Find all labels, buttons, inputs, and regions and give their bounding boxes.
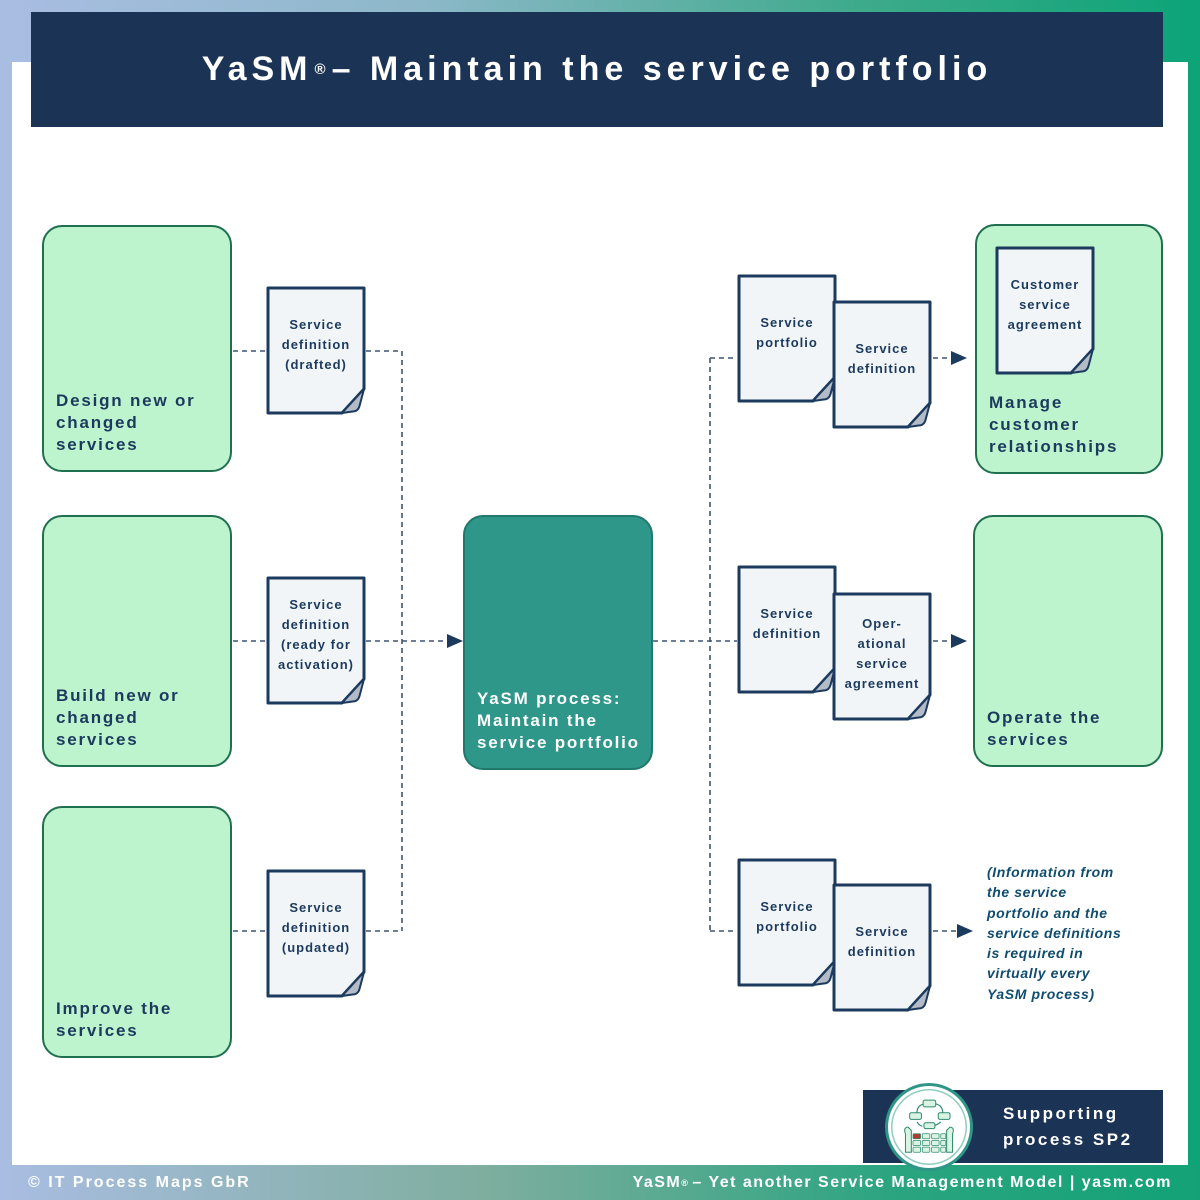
document-label: Service portfolio [756, 314, 818, 350]
document-icon [266, 576, 366, 705]
document-label: Service definition (ready for activation… [277, 596, 354, 673]
process-box-operate-services[interactable]: Operate the services [973, 515, 1163, 767]
central-process-label: YaSM process: Maintain the service portf… [477, 688, 640, 752]
portfolio-information-note: (Information from the service portfolio … [987, 864, 1122, 1002]
document-icon [737, 565, 837, 694]
footer-tagline: YaSM® – Yet another Service Management M… [633, 1165, 1172, 1200]
process-map-emblem [885, 1083, 973, 1171]
frame-left-strip [0, 62, 12, 1165]
process-box-design-services[interactable]: Design new or changed services [42, 225, 232, 472]
document-label: Service definition [847, 923, 917, 959]
document-service-definition-mid[interactable]: Service definition [737, 565, 837, 695]
document-icon [995, 246, 1095, 375]
footer-brand: YaSM [632, 1173, 682, 1191]
footer-tagline-text: – Yet another Service Management Model |… [692, 1173, 1172, 1191]
process-box-operate-label: Operate the services [987, 707, 1102, 749]
process-box-improve-label: Improve the services [56, 998, 173, 1040]
title-text: – Maintain the service portfolio [331, 50, 993, 88]
document-service-definition-top[interactable]: Service definition [832, 300, 932, 430]
title-brand: YaSM [201, 50, 313, 88]
document-icon [266, 286, 366, 415]
document-label: Customer service agreement [1007, 276, 1083, 333]
document-service-definition-updated[interactable]: Service definition (updated) [266, 869, 366, 999]
supporting-process-badge-label: Supporting process SP2 [1003, 1090, 1133, 1163]
document-label: Service definition [847, 340, 917, 376]
document-icon [737, 858, 837, 987]
footer-copyright: © IT Process Maps GbR [28, 1173, 251, 1191]
process-box-manage-label: Manage customer relationships [989, 392, 1119, 456]
badge-line1: Supporting [1003, 1104, 1119, 1123]
process-box-maintain-service-portfolio[interactable]: YaSM process: Maintain the service portf… [463, 515, 653, 770]
document-service-definition-ready[interactable]: Service definition (ready for activation… [266, 576, 366, 706]
document-icon [737, 274, 837, 403]
frame-right-strip [1188, 62, 1200, 1165]
diagram-title-bar: YaSM® – Maintain the service portfolio [31, 12, 1163, 127]
document-operational-service-agreement[interactable]: Oper- ational service agreement [832, 592, 932, 722]
process-box-build-label: Build new or changed services [56, 685, 180, 749]
footer-registered-mark: ® [681, 1177, 690, 1188]
document-label: Service portfolio [756, 898, 818, 934]
document-icon [832, 883, 932, 1012]
document-label: Service definition [752, 605, 822, 641]
process-box-improve-services[interactable]: Improve the services [42, 806, 232, 1058]
process-box-build-services[interactable]: Build new or changed services [42, 515, 232, 767]
title-registered-mark: ® [314, 61, 326, 78]
document-icon [832, 300, 932, 429]
arrowheads [447, 351, 973, 938]
document-customer-service-agreement[interactable]: Customer service agreement [995, 246, 1095, 376]
badge-line2: process SP2 [1003, 1129, 1133, 1149]
document-service-definition-bottom[interactable]: Service definition [832, 883, 932, 1013]
footer-bar [0, 1165, 1200, 1200]
document-label: Oper- ational service agreement [844, 615, 920, 692]
document-label: Service definition (drafted) [281, 316, 351, 373]
document-icon [832, 592, 932, 721]
document-service-portfolio-top[interactable]: Service portfolio [737, 274, 837, 404]
process-box-design-label: Design new or changed services [56, 390, 196, 454]
document-label: Service definition (updated) [281, 899, 351, 956]
document-icon [266, 869, 366, 998]
document-service-portfolio-bottom[interactable]: Service portfolio [737, 858, 837, 988]
document-service-definition-drafted[interactable]: Service definition (drafted) [266, 286, 366, 416]
process-map-icon [904, 1099, 954, 1153]
